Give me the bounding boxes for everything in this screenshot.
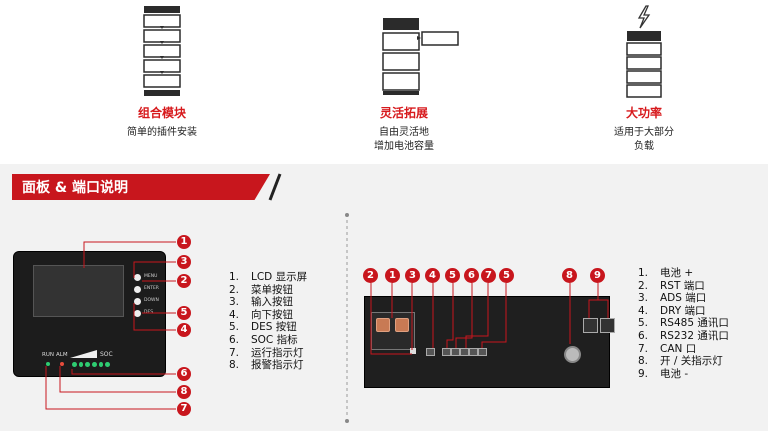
down-button-label: DOWN (144, 298, 159, 303)
feature-title-expand: 灵活拓展 (379, 106, 428, 120)
legend-item: 6.RS232 通讯口 (638, 329, 729, 342)
negative-terminal[interactable] (600, 318, 615, 333)
run-indicator-light (46, 362, 50, 366)
legend-item: 8.开 / 关指示灯 (638, 355, 723, 368)
section-title: 面板 & 端口说明 (22, 180, 128, 196)
legend-item: 7.运行指示灯 (229, 346, 304, 359)
legend-item: 2.菜单按钮 (229, 283, 293, 296)
soc-led (98, 362, 104, 367)
negative-terminal[interactable] (583, 318, 598, 333)
banner-slash-decoration (268, 173, 282, 201)
legend-item: 9.电池 - (638, 367, 689, 380)
legend-item: 7.CAN 口 (638, 342, 697, 355)
rear-callout-badge: 5 (445, 268, 460, 283)
front-callout-badge: 5 (177, 306, 191, 320)
run-label: RUN (42, 352, 54, 358)
rear-callout-badge: 2 (363, 268, 378, 283)
power-switch[interactable] (564, 346, 581, 363)
front-callout-badge: 3 (177, 255, 191, 269)
legend-item: 8.报警指示灯 (229, 359, 304, 372)
high-power-icon (626, 5, 662, 98)
front-callout-badge: 2 (177, 274, 191, 288)
enter-button[interactable] (134, 286, 141, 293)
rs485-port[interactable] (478, 348, 487, 356)
dry-port[interactable] (442, 348, 451, 356)
legend-item: 4.DRY 端口 (638, 304, 706, 317)
feature-desc-power-1: 适用于大部分 (614, 127, 674, 138)
front-callout-badge: 8 (177, 385, 191, 399)
rear-leader-lines (370, 283, 609, 355)
can-port[interactable] (469, 348, 478, 356)
rst-port[interactable] (410, 348, 416, 354)
feature-desc-power-2: 负载 (634, 141, 654, 152)
feature-desc-expand-2: 增加电池容量 (374, 141, 434, 152)
rear-callout-badge: 7 (481, 268, 496, 283)
soc-wedge-graphic (70, 350, 97, 358)
front-callout-badge: 1 (177, 235, 191, 249)
expand-stack-icon (382, 18, 459, 95)
section-banner (12, 174, 270, 200)
rs232-port[interactable] (460, 348, 469, 356)
legend-item: 1.LCD 显示屏 (229, 271, 308, 283)
rear-panel-legend: 1.电池 + 2.RST 端口 3.ADS 端口 4.DRY 端口 5.RS48… (638, 267, 729, 380)
positive-terminal[interactable] (376, 318, 390, 332)
feature-title-power: 大功率 (625, 106, 662, 120)
soc-led (105, 362, 111, 367)
front-callout-badge: 6 (177, 367, 191, 381)
legend-item: 6.SOC 指标 (229, 333, 298, 346)
enter-button-label: ENTER (144, 286, 159, 291)
feature-desc-modular: 简单的插件安装 (127, 127, 197, 138)
positive-terminal[interactable] (395, 318, 409, 332)
legend-item: 5.RS485 通讯口 (638, 317, 729, 330)
rear-callout-badge: 9 (590, 268, 605, 283)
des-button[interactable] (134, 310, 141, 317)
menu-button-label: MENU (144, 274, 158, 279)
rear-callout-badge: 1 (385, 268, 400, 283)
legend-item: 3.ADS 端口 (638, 292, 707, 305)
rear-callout-badge: 6 (464, 268, 479, 283)
rs485-port[interactable] (451, 348, 460, 356)
soc-led (85, 362, 91, 367)
rear-callout-badge: 4 (425, 268, 440, 283)
soc-led (92, 362, 97, 367)
front-leader-lines (45, 241, 176, 410)
legend-item: 2.RST 端口 (638, 279, 705, 292)
menu-button[interactable] (134, 274, 141, 281)
legend-item: 5.DES 按钮 (229, 321, 297, 334)
legend-item: 1.电池 + (638, 267, 694, 279)
rear-callout-badge: 3 (405, 268, 420, 283)
lcd-display (33, 265, 124, 317)
legend-item: 3.输入按钮 (229, 296, 293, 309)
soc-led (72, 362, 77, 367)
alm-label: ALM (56, 352, 68, 358)
down-button[interactable] (134, 298, 141, 305)
soc-led (78, 362, 84, 367)
ads-port[interactable] (426, 348, 435, 356)
alm-indicator-light (60, 362, 64, 366)
legend-item: 4.向下按钮 (229, 308, 293, 321)
feature-desc-expand-1: 自由灵活地 (379, 127, 429, 138)
soc-label: SOC (100, 351, 113, 358)
soc-indicator-bar (72, 362, 111, 367)
front-panel-legend: 1.LCD 显示屏 2.菜单按钮 3.输入按钮 4.向下按钮 5.DES 按钮 … (229, 271, 307, 372)
rear-callout-badge: 8 (562, 268, 577, 283)
front-callout-badge: 4 (177, 323, 191, 337)
feature-title-modular: 组合模块 (137, 106, 186, 120)
front-callout-badge: 7 (177, 402, 191, 416)
modular-stack-icon (143, 6, 181, 96)
section-divider (345, 213, 349, 423)
rear-callout-badge: 5 (499, 268, 514, 283)
